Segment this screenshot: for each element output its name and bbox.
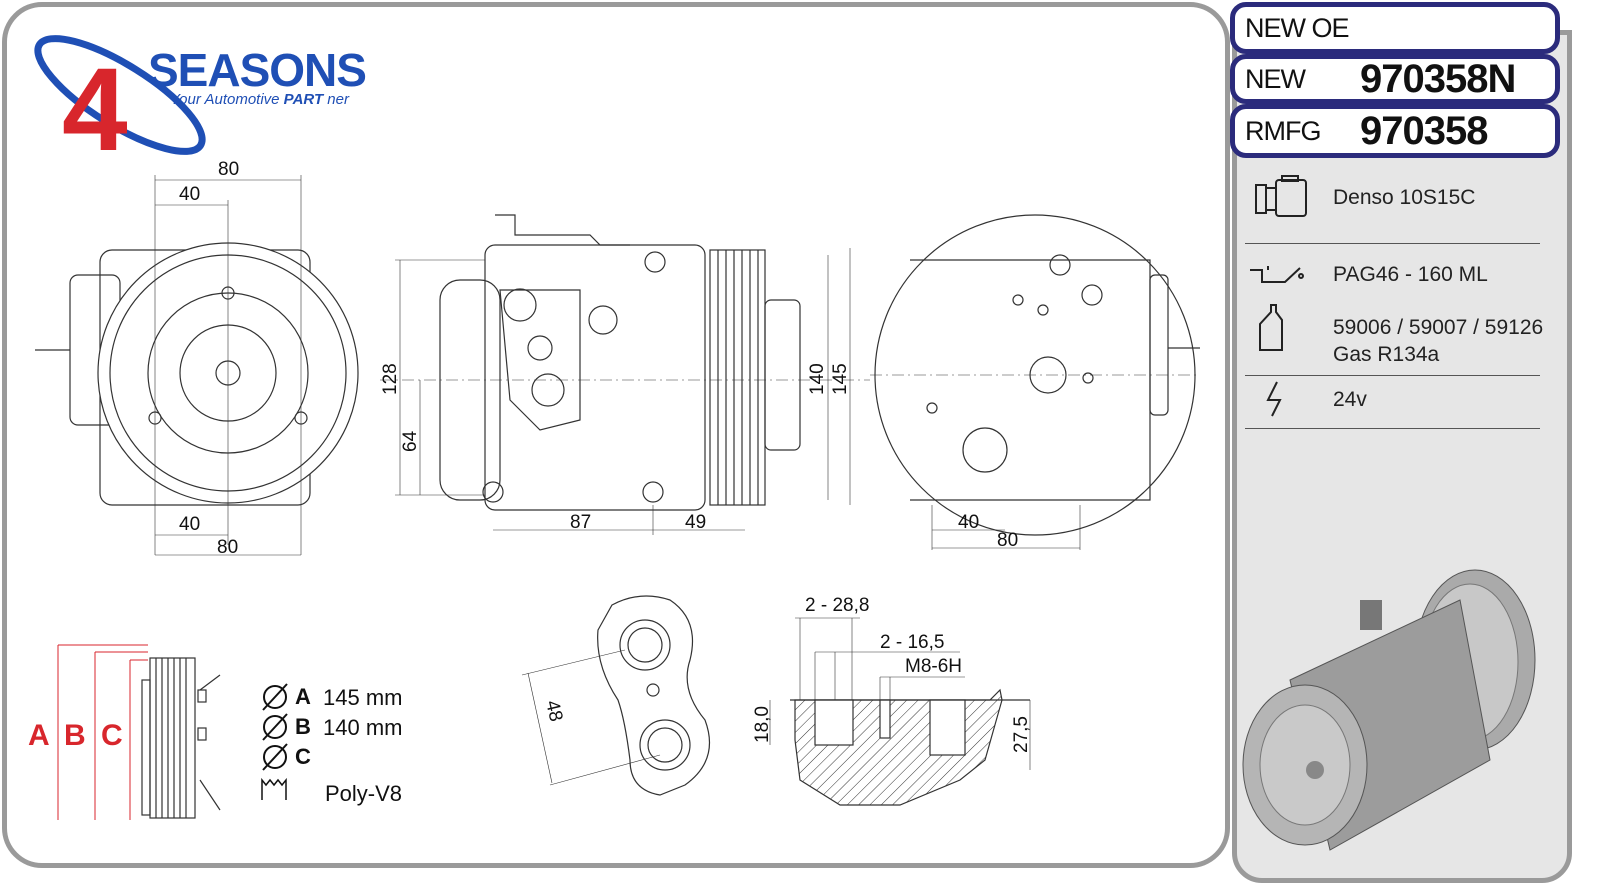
dim-thread: M8-6H: [905, 656, 962, 677]
dim-side-height: 128: [380, 363, 401, 395]
diameter-a-value: 145 mm: [323, 685, 403, 710]
logo-name: SEASONS: [148, 44, 366, 96]
brand-logo: 4 SEASONS Your Automotive PART ner: [34, 35, 367, 176]
part-label: NEW OE: [1245, 12, 1350, 43]
dimension-labels: 80 40 40 80 128 64 140 145 87 49 40 80 4…: [28, 159, 1032, 753]
side-view: [380, 214, 870, 535]
dim-depth-1: 18,0: [752, 706, 773, 743]
part-label: NEW: [1245, 63, 1306, 94]
legend-letter-c: C: [295, 744, 311, 769]
rear-view: [870, 214, 1200, 550]
dim-bore-2: 2 - 16,5: [880, 632, 944, 653]
dim-front-bottom-half: 40: [179, 514, 200, 535]
diameter-icon: [261, 683, 288, 800]
part-number: 970358: [1360, 108, 1488, 153]
dim-front-bottom-width: 80: [217, 537, 238, 558]
bottle-icon: [1259, 304, 1283, 351]
dim-diameter-a: 145: [830, 363, 851, 395]
voltage: 24v: [1333, 388, 1367, 411]
belt-type: Poly-V8: [325, 781, 403, 806]
part-label: RMFG: [1245, 115, 1321, 146]
dim-front-top-width: 80: [218, 159, 239, 180]
compressor-photo: [1242, 569, 1536, 851]
dim-rear-half: 40: [958, 512, 979, 533]
dim-depth-2: 27,5: [1011, 716, 1032, 753]
logo-digit: 4: [62, 44, 128, 176]
compressor-type: Denso 10S15C: [1333, 186, 1476, 209]
dim-bore-1: 2 - 28,8: [805, 595, 869, 616]
dim-side-half-height: 64: [400, 430, 421, 452]
fitting-drawing: [521, 595, 711, 796]
part-box-new-oe: NEW OE: [1230, 2, 1560, 54]
dim-diameter-b: 140: [807, 363, 828, 395]
pulley-detail: [57, 644, 221, 820]
oil-can-icon: [1250, 266, 1304, 283]
divider: [1245, 243, 1540, 244]
front-view: [35, 175, 359, 556]
pulley-label-c: C: [101, 719, 123, 752]
dim-port-spacing: 48: [541, 698, 566, 723]
diameter-b-value: 140 mm: [323, 715, 403, 740]
oil-refs: 59006 / 59007 / 59126: [1333, 316, 1544, 339]
divider: [1245, 375, 1540, 376]
dim-body-length: 87: [570, 512, 591, 533]
compressor-icon: [1255, 175, 1307, 217]
pulley-label-a: A: [28, 719, 50, 752]
gas-type: Gas R134a: [1333, 343, 1440, 366]
part-box-rmfg: RMFG 970358: [1230, 104, 1560, 158]
lightning-icon: [1266, 381, 1282, 417]
divider: [1245, 428, 1540, 429]
legend-letter-b: B: [295, 714, 311, 739]
pulley-label-b: B: [64, 719, 86, 752]
section-drawing: [769, 617, 1031, 806]
dim-front-top-half: 40: [179, 184, 200, 205]
dim-pulley-length: 49: [685, 512, 706, 533]
oil-spec: PAG46 - 160 ML: [1333, 263, 1488, 286]
part-box-new: NEW 970358N: [1230, 54, 1560, 104]
part-number: 970358N: [1360, 56, 1516, 101]
legend-letter-a: A: [295, 684, 311, 709]
dim-rear-width: 80: [997, 530, 1018, 551]
logo-tagline: Your Automotive PART ner: [170, 91, 350, 108]
